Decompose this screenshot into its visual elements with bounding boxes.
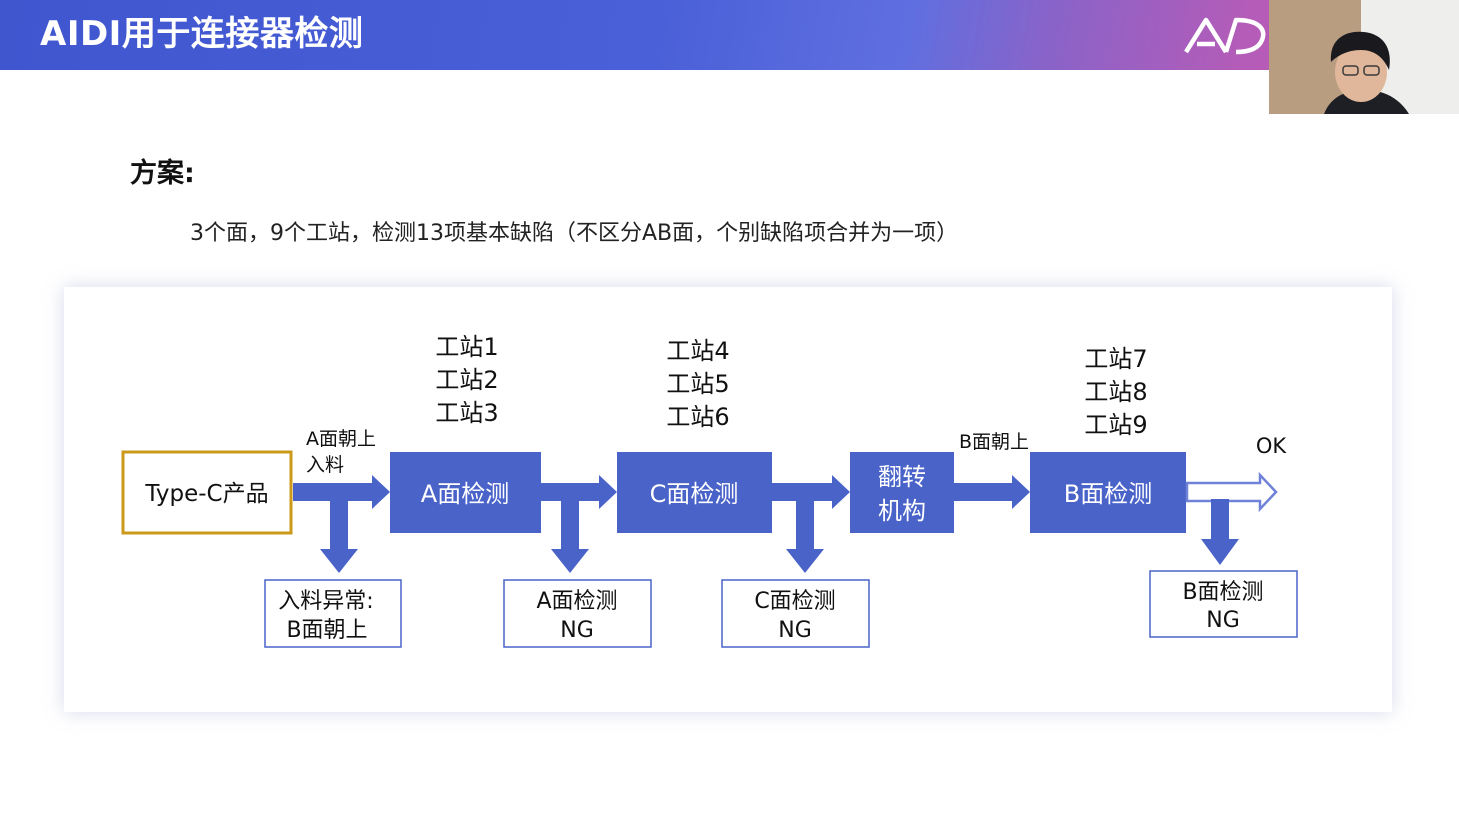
a-up-label-1: A面朝上 — [306, 428, 376, 450]
b-ng-label-1: B面检测 — [1182, 580, 1263, 605]
slide-title: AIDI用于连接器检测 — [40, 14, 364, 54]
a-ng-label-2: NG — [560, 618, 594, 643]
b-up-label: B面朝上 — [959, 431, 1029, 453]
station-label-6: 工站6 — [666, 403, 729, 431]
feed-ng-label-2: B面朝上 — [286, 618, 367, 643]
station-label-4: 工站4 — [666, 337, 729, 365]
presenter-silhouette-icon — [1269, 0, 1459, 114]
product-label: Type-C产品 — [144, 481, 268, 507]
a-up-label-2: 入料 — [306, 454, 344, 476]
c-inspect-box — [617, 452, 772, 533]
c-ng-label-1: C面检测 — [754, 589, 835, 614]
station-label-9: 工站9 — [1084, 411, 1147, 439]
arrow-down-b-ng — [1201, 499, 1239, 565]
a-ng-box — [503, 579, 652, 648]
feed-ng-label-1: 入料异常: — [278, 589, 373, 614]
arrow-down-feed-ng — [320, 501, 358, 573]
b-ng-label-2: NG — [1206, 608, 1240, 633]
b-inspect-label: B面检测 — [1064, 480, 1152, 508]
arrow-product-to-a — [293, 475, 390, 509]
plan-heading: 方案: — [130, 158, 195, 189]
arrow-down-c-ng — [786, 501, 824, 573]
station-label-8: 工站8 — [1084, 378, 1147, 406]
arrow-b-to-ok — [1185, 471, 1278, 513]
a-ng-label-1: A面检测 — [536, 589, 617, 614]
ok-label: OK — [1256, 434, 1288, 458]
arrow-flip-to-b — [954, 475, 1030, 509]
webcam-feed — [1269, 0, 1459, 114]
aidi-logo-icon — [1184, 17, 1266, 55]
station-label-1: 工站1 — [435, 333, 498, 361]
feed-ng-box — [264, 579, 402, 648]
arrow-down-a-ng — [551, 501, 589, 573]
c-inspect-label: C面检测 — [650, 480, 739, 508]
b-ng-box — [1149, 570, 1298, 638]
process-flow-diagram: .t { font-family: "DejaVu Sans", "Libera… — [64, 287, 1392, 712]
slide-header: AIDI用于连接器检测 — [0, 0, 1459, 70]
flip-label-2: 机构 — [878, 497, 926, 525]
flip-box — [850, 452, 954, 533]
arrow-a-to-c — [541, 475, 617, 509]
arrow-c-to-flip — [772, 475, 850, 509]
a-inspect-box — [390, 452, 541, 533]
flip-label-1: 翻转 — [878, 463, 926, 491]
product-box — [121, 450, 293, 535]
b-inspect-box — [1030, 452, 1186, 533]
station-label-2: 工站2 — [435, 366, 498, 394]
flow-diagram-svg: .t { font-family: "DejaVu Sans", "Libera… — [121, 333, 1298, 648]
a-inspect-label: A面检测 — [421, 480, 509, 508]
c-ng-box — [721, 579, 870, 648]
station-label-5: 工站5 — [666, 370, 729, 398]
c-ng-label-2: NG — [778, 618, 812, 643]
plan-description: 3个面，9个工站，检测13项基本缺陷（不区分AB面，个别缺陷项合并为一项） — [190, 221, 959, 246]
station-label-7: 工站7 — [1084, 345, 1147, 373]
station-label-3: 工站3 — [435, 399, 498, 427]
